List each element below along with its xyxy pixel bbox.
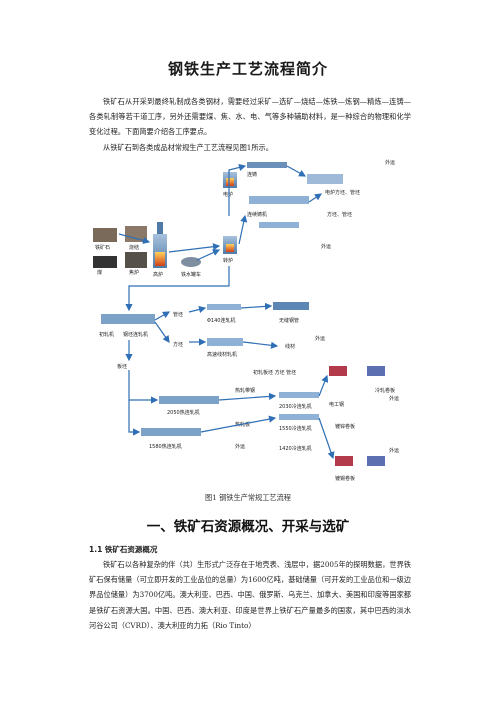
label-coated: 镀锡卷板 (335, 475, 355, 482)
label-bars: 初轧板坯 方坯 管坯 (253, 369, 296, 376)
label-blooming: 初轧机 (99, 331, 114, 338)
label-casting: 连铸 (247, 171, 257, 178)
label-coke: 焦炉 (129, 269, 139, 276)
label-cold-mill-1420: 1420冷连轧机 (279, 445, 312, 452)
blast-furnace: 高炉 (153, 222, 167, 278)
label-export-5: 外运 (389, 395, 399, 402)
intro-paragraph-2: 从铁矿石到各类成品材常规生产工艺流程见图1所示。 (103, 143, 273, 152)
label-bof: 转炉 (223, 257, 233, 264)
label-billet-mill: 钢坯连轧机 (123, 331, 148, 338)
flow-arrows (118, 163, 335, 460)
tube-and-section-mills: 管坯 Φ140连轧机 无缝钢管 方坯 高速线材轧机 线材 外运 初轧板坯 方坯 … (173, 302, 325, 376)
cold-mills: 2030冷连轧机 1550冷连轧机 1420冷连轧机 电工钢 镀锌卷板 冷轧卷板… (279, 366, 399, 482)
bof: 转炉 (223, 236, 237, 264)
label-export-1: 外运 (385, 159, 395, 166)
label-tube-billet: 管坯 (173, 311, 183, 318)
figure-caption: 图1 钢铁生产常规工艺流程 (205, 493, 291, 502)
label-sq-tube: 方坯、管坯 (327, 211, 352, 218)
section-heading: 一、铁矿石资源概况、开采与选矿 (146, 519, 350, 535)
document-title: 钢铁生产工艺流程简介 (167, 60, 328, 78)
label-plate-pipe: 电炉方坯、管坯 (325, 189, 360, 196)
label-cold-mill-1550: 1550冷连轧机 (279, 425, 312, 432)
label-export-4: 外运 (235, 443, 245, 450)
label-electrical: 电工钢 (329, 401, 344, 408)
raw-material-icons: 铁矿石 烧结 煤 焦炉 (93, 226, 147, 276)
caster-top: 连铸 连续铸机 (247, 162, 309, 228)
intro-paragraph-1: 铁矿石从开采到最终轧制成各类钢材，需要经过采矿—选矿—烧结—炼铁—炼钢—精炼—连… (89, 97, 411, 137)
label-hot-strip: 热轧带钢 (235, 387, 255, 394)
hot-strip-mills: 2050热连轧机 1580热连轧机 热轧带钢 热轧板 外运 (141, 387, 255, 450)
body-paragraph: 铁矿石以各种复杂的伴（共）生形式广泛存在于地壳表、浅层中，据2005年的探明数据… (89, 560, 411, 630)
label-hot-metal: 铁水罐车 (181, 271, 201, 278)
label-bloom: 方坯 (173, 341, 183, 348)
process-flow-diagram: 铁矿石 烧结 煤 焦炉 高炉 铁水罐车 电炉 转炉 (93, 159, 399, 482)
hot-metal-car: 铁水罐车 (181, 257, 201, 278)
label-coal: 煤 (97, 269, 102, 276)
label-section-mill: 高速线材轧机 (207, 351, 237, 358)
billet-mill: 初轧机 钢坯连轧机 板坯 (99, 314, 155, 370)
label-sinter: 烧结 (129, 244, 139, 251)
label-galv: 镀锌卷板 (335, 423, 355, 430)
label-cold-mill-2030: 2030冷连轧机 (279, 403, 312, 410)
label-bf: 高炉 (153, 271, 163, 278)
label-seamless: 无缝钢管 (279, 317, 299, 324)
subsection-heading: 1.1 铁矿石资源概况 (89, 545, 158, 554)
label-hot-mill-2050: 2050热连轧机 (167, 409, 200, 416)
label-ore: 铁矿石 (95, 244, 110, 251)
label-continuous-caster: 连续铸机 (247, 211, 267, 218)
label-cold-coil: 冷轧卷板 (375, 387, 395, 394)
eaf: 电炉 (223, 172, 237, 198)
label-export-6: 外运 (389, 447, 399, 454)
label-slab: 板坯 (117, 363, 127, 370)
label-export-3: 外运 (315, 335, 325, 342)
label-export-2: 外运 (321, 243, 331, 250)
label-eaf: 电炉 (223, 191, 233, 198)
label-seamless-mill: Φ140连轧机 (207, 317, 235, 324)
label-hot-mill-1580: 1580热连轧机 (149, 443, 182, 450)
eaf-products: 电炉方坯、管坯 方坯、管坯 外运 外运 (307, 159, 395, 250)
label-wire: 线材 (285, 343, 295, 350)
